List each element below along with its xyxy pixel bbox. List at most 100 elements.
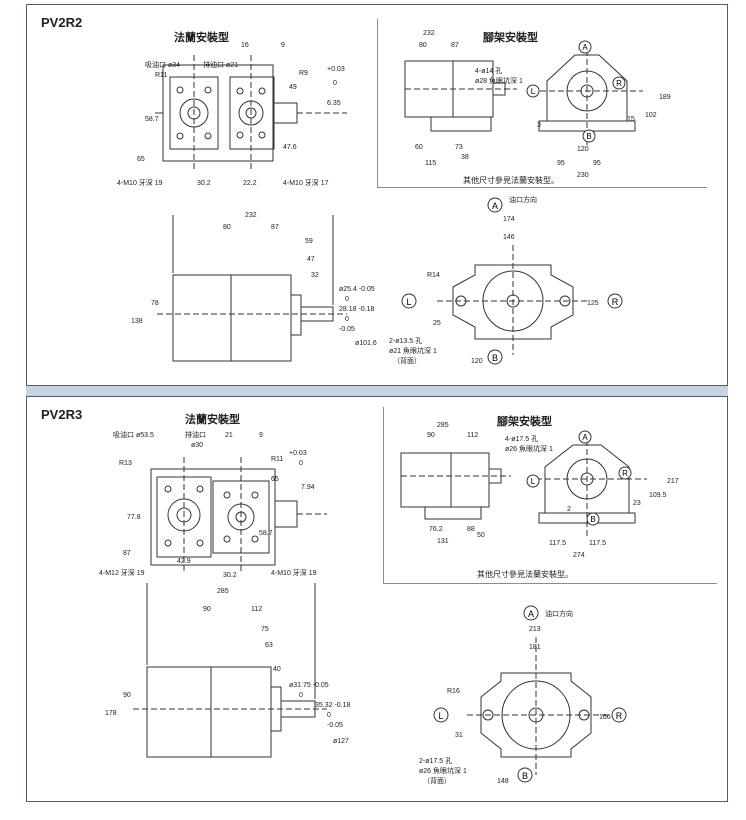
dim-label: 50 bbox=[477, 532, 485, 539]
dim-label: 7.94 bbox=[301, 484, 315, 491]
dim-label: 49 bbox=[289, 84, 297, 91]
model-title: PV2R3 bbox=[41, 407, 83, 422]
dim-label: R9 bbox=[299, 70, 308, 77]
dim-label: 125 bbox=[587, 300, 599, 307]
dim-label: 25 bbox=[433, 320, 441, 327]
dim-label: 285 bbox=[437, 422, 449, 429]
back-side-label: （背面） bbox=[393, 356, 421, 365]
dim-label: 274 bbox=[573, 552, 585, 559]
markers: A B L R A B L R bbox=[433, 430, 632, 783]
front-view bbox=[437, 245, 587, 355]
dim-label: 9 bbox=[259, 432, 263, 439]
dim-label: 9 bbox=[281, 42, 285, 49]
marker-a-front: A bbox=[487, 197, 503, 213]
svg-text:R: R bbox=[622, 469, 628, 478]
dim-label: 117.5 bbox=[549, 540, 566, 547]
dim-label: 15 bbox=[627, 116, 635, 123]
section-separator bbox=[26, 384, 728, 396]
dim-label: 0 bbox=[299, 460, 303, 467]
counterbore-label: ø26 魚眼坑深 1 bbox=[505, 444, 553, 453]
dim-label: R11 bbox=[155, 72, 167, 79]
flange-view bbox=[150, 457, 327, 573]
dim-label: 73 bbox=[455, 144, 463, 151]
dim-label: R13 bbox=[119, 460, 132, 467]
dim-label: 213 bbox=[529, 626, 541, 633]
dim-label: 87 bbox=[123, 550, 131, 557]
discharge-port-label: 排油口 ø21 bbox=[203, 60, 238, 69]
thread-label: 4-M12 牙深 19 bbox=[99, 568, 145, 577]
dim-label: 90 bbox=[123, 692, 131, 699]
dim-label: 22.2 bbox=[243, 180, 257, 187]
foot-frame-bottom bbox=[383, 583, 717, 584]
dim-label: 30.2 bbox=[197, 180, 211, 187]
dim-label: 63 bbox=[265, 642, 273, 649]
dim-label: 59 bbox=[305, 238, 313, 245]
dim-label: 148 bbox=[497, 778, 509, 785]
dim-label: 120 bbox=[577, 146, 589, 153]
flange-view bbox=[155, 55, 347, 171]
dim-label: 95 bbox=[593, 160, 601, 167]
flange-mount-title: 法蘭安裝型 bbox=[185, 413, 240, 426]
marker-l-top: L bbox=[526, 474, 540, 488]
dim-label: 2 bbox=[567, 506, 571, 513]
marker-b-front: B bbox=[517, 767, 533, 783]
hole-label: 4-ø17.5 孔 bbox=[505, 435, 538, 443]
dim-label: 42.9 bbox=[177, 558, 191, 565]
back-side-label: （背面） bbox=[423, 776, 451, 785]
dim-label: 3 bbox=[537, 122, 541, 129]
dim-label: -0.05 bbox=[327, 722, 343, 729]
dim-label: 87 bbox=[451, 42, 459, 49]
svg-text:B: B bbox=[492, 353, 498, 363]
hole-label: 4-ø14 孔 bbox=[475, 67, 502, 75]
dim-label: ø101.6 bbox=[355, 340, 377, 347]
dim-label: 30.2 bbox=[223, 572, 237, 579]
dim-label: 178 bbox=[105, 710, 117, 717]
foot-note: 其他尺寸參見法蘭安裝型。 bbox=[477, 570, 573, 579]
foot-mount-title: 腳架安裝型 bbox=[497, 415, 552, 428]
dim-label: 0 bbox=[327, 712, 331, 719]
svg-text:B: B bbox=[590, 515, 595, 524]
dim-label: 40 bbox=[273, 666, 281, 673]
dim-label: 88 bbox=[467, 526, 475, 533]
dim-label: 38 bbox=[461, 154, 469, 161]
foot-mount-title: 腳架安裝型 bbox=[483, 31, 538, 44]
counterbore-label: ø21 魚眼坑深 1 bbox=[389, 346, 437, 355]
foot-note: 其他尺寸參見法蘭安裝型。 bbox=[463, 176, 559, 185]
dim-label: 189 bbox=[659, 94, 671, 101]
model-title: PV2R2 bbox=[41, 15, 83, 30]
dim-label: 65 bbox=[137, 156, 145, 163]
dim-label: 16 bbox=[241, 42, 249, 49]
marker-l-front: L bbox=[401, 293, 417, 309]
side-view bbox=[157, 215, 347, 362]
discharge-port-label: 排油口 bbox=[185, 430, 206, 439]
dim-label: 47.6 bbox=[283, 144, 297, 151]
dim-label: 232 bbox=[423, 30, 435, 37]
dim-label: 58.7 bbox=[259, 530, 273, 537]
hole-label: 2-ø13.5 孔 bbox=[389, 337, 422, 345]
dim-label: 109.5 bbox=[649, 492, 667, 499]
counterbore-label: ø26 魚眼坑深 1 bbox=[419, 766, 467, 775]
dim-label: 131 bbox=[437, 538, 449, 545]
dim-label: 90 bbox=[427, 432, 435, 439]
suction-port-label: 吸油口 ø34 bbox=[145, 60, 180, 69]
marker-a-top: A bbox=[578, 40, 592, 54]
dim-label: 77.8 bbox=[127, 514, 141, 521]
dim-label: 230 bbox=[577, 172, 589, 179]
dim-label: 80 bbox=[419, 42, 427, 49]
dim-label: 0 bbox=[345, 296, 349, 303]
marker-r-top: R bbox=[612, 76, 626, 90]
oil-port-direction-label: 油口方向 bbox=[545, 609, 573, 618]
marker-l-top: L bbox=[526, 84, 540, 98]
dim-label: 112 bbox=[467, 432, 478, 439]
pv2r3-drawings: A B L R A B L R 吸油口 ø53.5 排油口 ø30 21 9 R… bbox=[99, 422, 679, 785]
svg-text:B: B bbox=[586, 132, 591, 141]
flange-mount-title: 法蘭安裝型 bbox=[174, 31, 229, 44]
svg-text:R: R bbox=[616, 711, 623, 721]
suction-port-label: 吸油口 ø53.5 bbox=[113, 430, 154, 439]
dim-label: 181 bbox=[529, 644, 541, 651]
counterbore-label: ø28 魚眼坑深 1 bbox=[475, 76, 523, 85]
svg-text:A: A bbox=[582, 433, 588, 442]
foot-frame-bottom bbox=[377, 187, 707, 188]
oil-port-direction-label: 油口方向 bbox=[509, 195, 537, 204]
dim-label: 87 bbox=[271, 224, 279, 231]
